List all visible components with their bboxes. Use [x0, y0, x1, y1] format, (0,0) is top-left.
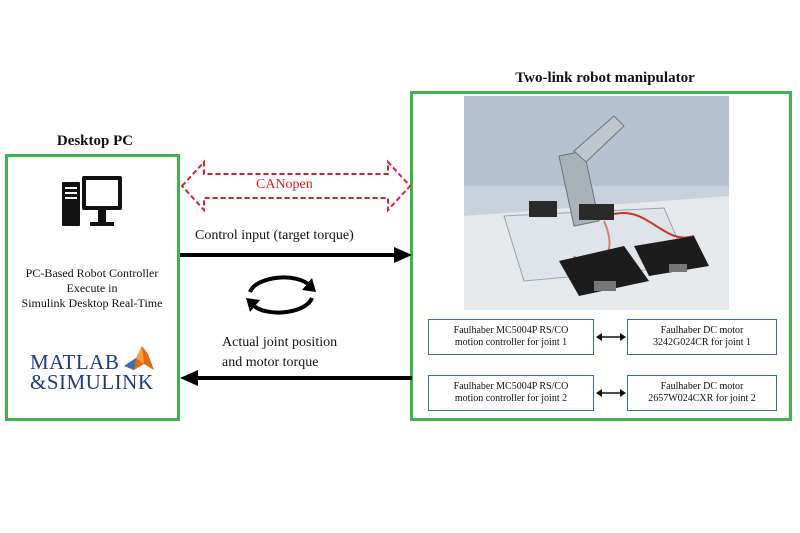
- cycle-icon: [246, 275, 316, 315]
- matlab-logo-text: MATLAB: [30, 350, 120, 374]
- canopen-label: CANopen: [256, 177, 313, 192]
- dc-motor-joint1-box: Faulhaber DC motor 3242G024CR for joint …: [627, 319, 777, 355]
- joint2-link-arrow: [596, 389, 626, 397]
- motion-controller-joint1-box: Faulhaber MC5004P RS/CO motion controlle…: [428, 319, 594, 355]
- motion-controller-joint2-box: Faulhaber MC5004P RS/CO motion controlle…: [428, 375, 594, 411]
- controller-text-line1: PC-Based Robot Controller: [25, 266, 159, 280]
- desktop-pc-title: Desktop PC: [56, 133, 134, 149]
- simulink-logo-text: &SIMULINK: [30, 370, 154, 394]
- robot-photo: [464, 96, 729, 310]
- dc-motor-joint2-box: Faulhaber DC motor 2657W024CXR for joint…: [627, 375, 777, 411]
- matlab-membrane-icon: [124, 346, 154, 370]
- motion-controller-joint1-line1: Faulhaber MC5004P RS/CO: [453, 325, 569, 336]
- joint1-link-arrow: [596, 333, 626, 341]
- robot-frame: [410, 91, 792, 421]
- motion-controller-joint1-line2: motion controller for joint 1: [454, 337, 568, 348]
- motion-controller-joint2-line2: motion controller for joint 2: [454, 393, 568, 404]
- feedback-label-line2: and motor torque: [222, 355, 319, 370]
- control-input-arrow: [180, 247, 412, 263]
- dc-motor-joint2-line2: 2657W024CXR for joint 2: [648, 393, 756, 404]
- feedback-arrow: [180, 370, 412, 386]
- robot-title: Two-link robot manipulator: [515, 70, 695, 86]
- controller-text-line3: Simulink Desktop Real-Time: [21, 296, 163, 310]
- dc-motor-joint1-line1: Faulhaber DC motor: [660, 325, 744, 336]
- feedback-label-line1: Actual joint position: [222, 335, 338, 350]
- computer-icon: [62, 176, 122, 226]
- canopen-bus-arrow: [180, 159, 412, 213]
- dc-motor-joint1-line2: 3242G024CR for joint 1: [652, 337, 752, 348]
- motion-controller-joint2-line1: Faulhaber MC5004P RS/CO: [453, 381, 569, 392]
- dc-motor-joint2-line1: Faulhaber DC motor: [660, 381, 744, 392]
- desktop-pc-frame: [5, 154, 180, 421]
- control-input-label: Control input (target torque): [195, 228, 354, 243]
- controller-text-line2: Execute in: [66, 281, 118, 295]
